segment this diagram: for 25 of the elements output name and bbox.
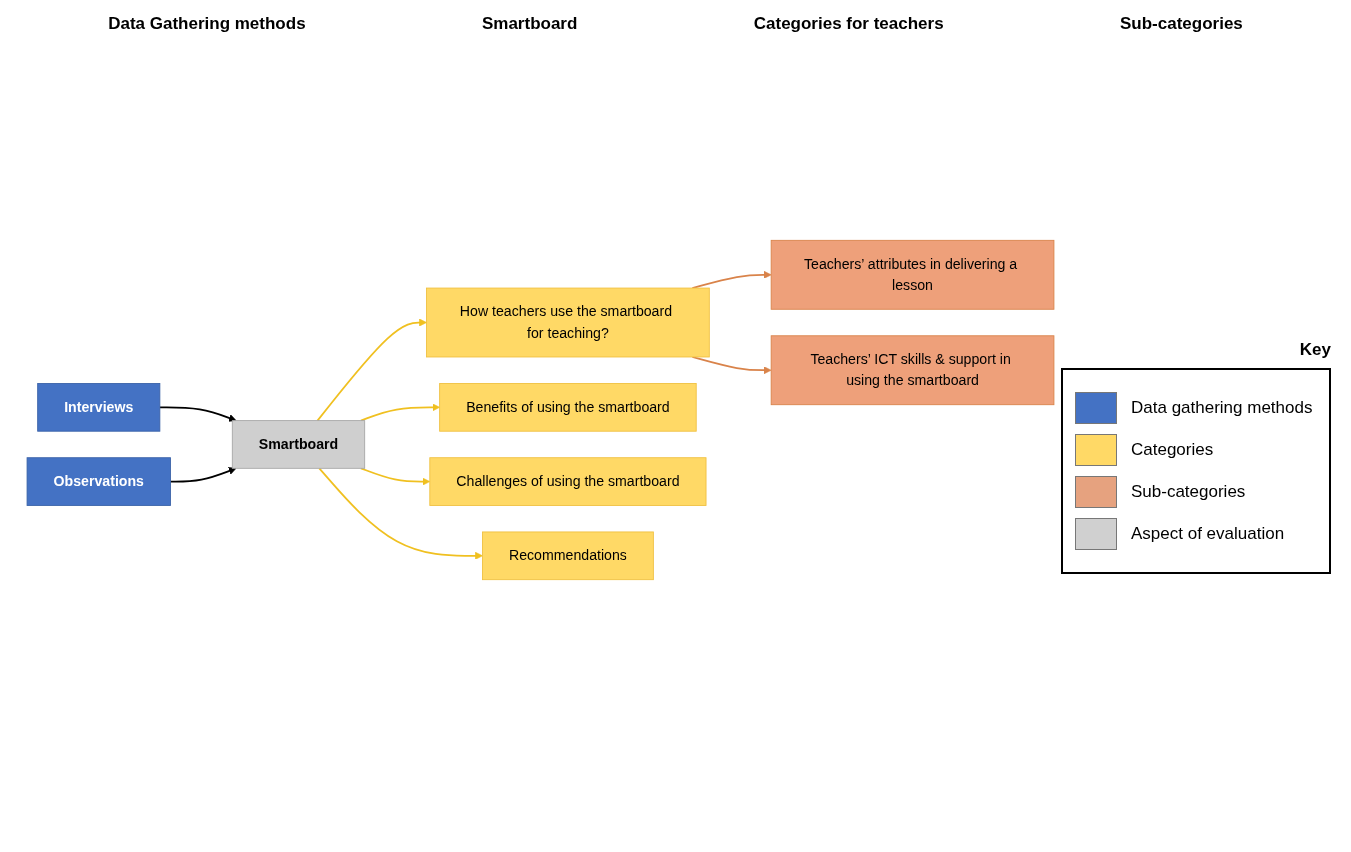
- column-heading: Categories for teachers: [753, 14, 944, 34]
- node-box: [439, 383, 697, 432]
- legend-title: Key: [1298, 340, 1331, 360]
- arrow: [316, 318, 427, 422]
- arrow: [360, 403, 440, 422]
- legend-label: Data gathering methods: [1131, 398, 1313, 418]
- legend-label: Sub-categories: [1131, 482, 1246, 502]
- legend-label: Aspect of evaluation: [1131, 524, 1285, 544]
- flowchart: Interviews Observations Smartboard How teachers use the smartboard for teaching? Benefits of using the smartboard Challenges of using the smartboard Recommendations Teachers’ attributes in delivering a lesson Teachers’ ICT skills & support in using the smartboard: [20, 40, 1061, 780]
- column-heading: Sub-categories: [1120, 14, 1243, 34]
- column-heading: Data Gathering methods: [108, 14, 306, 34]
- node-box: [770, 335, 1055, 406]
- arrow: [158, 406, 237, 422]
- node-box: [770, 239, 1055, 310]
- node-box: [231, 420, 366, 469]
- node-box: [482, 531, 654, 581]
- arrow: [318, 467, 483, 560]
- column-heading: Smartboard: [481, 14, 578, 34]
- arrow: [169, 467, 237, 483]
- node-box: [26, 457, 171, 506]
- node-box: [429, 457, 707, 506]
- node-box: [426, 287, 710, 358]
- legend-label: Categories: [1131, 440, 1214, 460]
- node-box: [37, 383, 161, 432]
- arrow: [360, 467, 431, 486]
